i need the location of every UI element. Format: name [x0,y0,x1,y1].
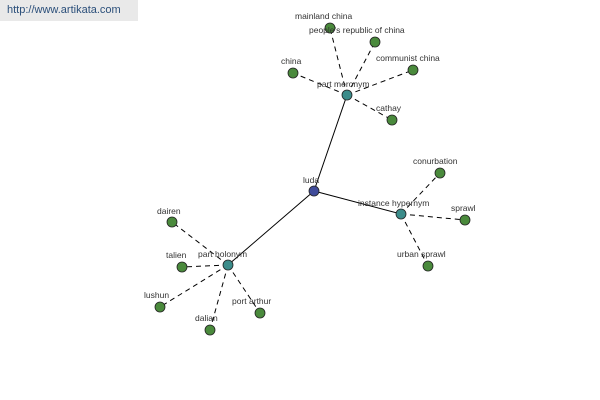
graph-edges [159,27,466,331]
label-part-meronym: part meronym [317,79,369,89]
edge-part-meronym-china [292,72,348,96]
node-talien[interactable] [176,261,188,273]
label-talien: talien [166,250,187,260]
node-dalian[interactable] [204,324,216,336]
node-sprawl[interactable] [459,214,471,226]
label-china: china [281,56,302,66]
node-dairen[interactable] [166,216,178,228]
label-port-arthur: port arthur [232,296,271,306]
edge-part-meronym-mainland-china [329,27,348,96]
label-sprawl: sprawl [451,203,476,213]
label-dalian: dalian [195,313,218,323]
label-part-holonym: part holonym [198,249,247,259]
label-mainland-china: mainland china [295,11,352,21]
edge-luda-part-holonym [227,190,315,266]
node-china[interactable] [287,67,299,79]
edge-luda-part-meronym [313,94,348,192]
graph-nodes [154,22,471,336]
label-urban-sprawl: urban sprawl [397,249,446,259]
edge-part-holonym-lushun [159,264,229,308]
edge-part-meronym-communist-china [346,69,414,96]
node-part-meronym[interactable] [341,89,353,101]
node-mainland-china[interactable] [324,22,336,34]
edge-part-meronym-peoples-republic-of-china [346,41,376,96]
label-luda: luda [303,175,319,185]
label-communist-china: communist china [376,53,440,63]
node-conurbation[interactable] [434,167,446,179]
edge-part-holonym-talien [181,264,229,268]
url-banner: http://www.artikata.com [0,0,138,21]
node-communist-china[interactable] [407,64,419,76]
label-conurbation: conurbation [413,156,458,166]
edge-luda-instance-hypernym [313,190,402,215]
url-link[interactable]: http://www.artikata.com [7,4,121,16]
node-peoples-republic-of-china[interactable] [369,36,381,48]
edge-instance-hypernym-conurbation [400,172,441,215]
edge-part-holonym-port-arthur [227,264,261,314]
label-peoples-republic-of-china: people's republic of china [309,25,405,35]
label-instance-hypernym: instance hypernym [358,198,429,208]
node-luda[interactable] [308,185,320,197]
node-part-holonym[interactable] [222,259,234,271]
label-cathay: cathay [376,103,402,113]
edge-part-holonym-dalian [209,264,229,331]
node-urban-sprawl[interactable] [422,260,434,272]
edge-instance-hypernym-urban-sprawl [400,213,429,267]
node-port-arthur[interactable] [254,307,266,319]
edge-instance-hypernym-sprawl [400,213,466,221]
node-cathay[interactable] [386,114,398,126]
graph-labels: luda part meronym instance hypernym part ho… [144,11,476,323]
node-lushun[interactable] [154,301,166,313]
label-lushun: lushun [144,290,169,300]
edge-part-holonym-dairen [171,221,229,266]
label-dairen: dairen [157,206,181,216]
node-instance-hypernym[interactable] [395,208,407,220]
